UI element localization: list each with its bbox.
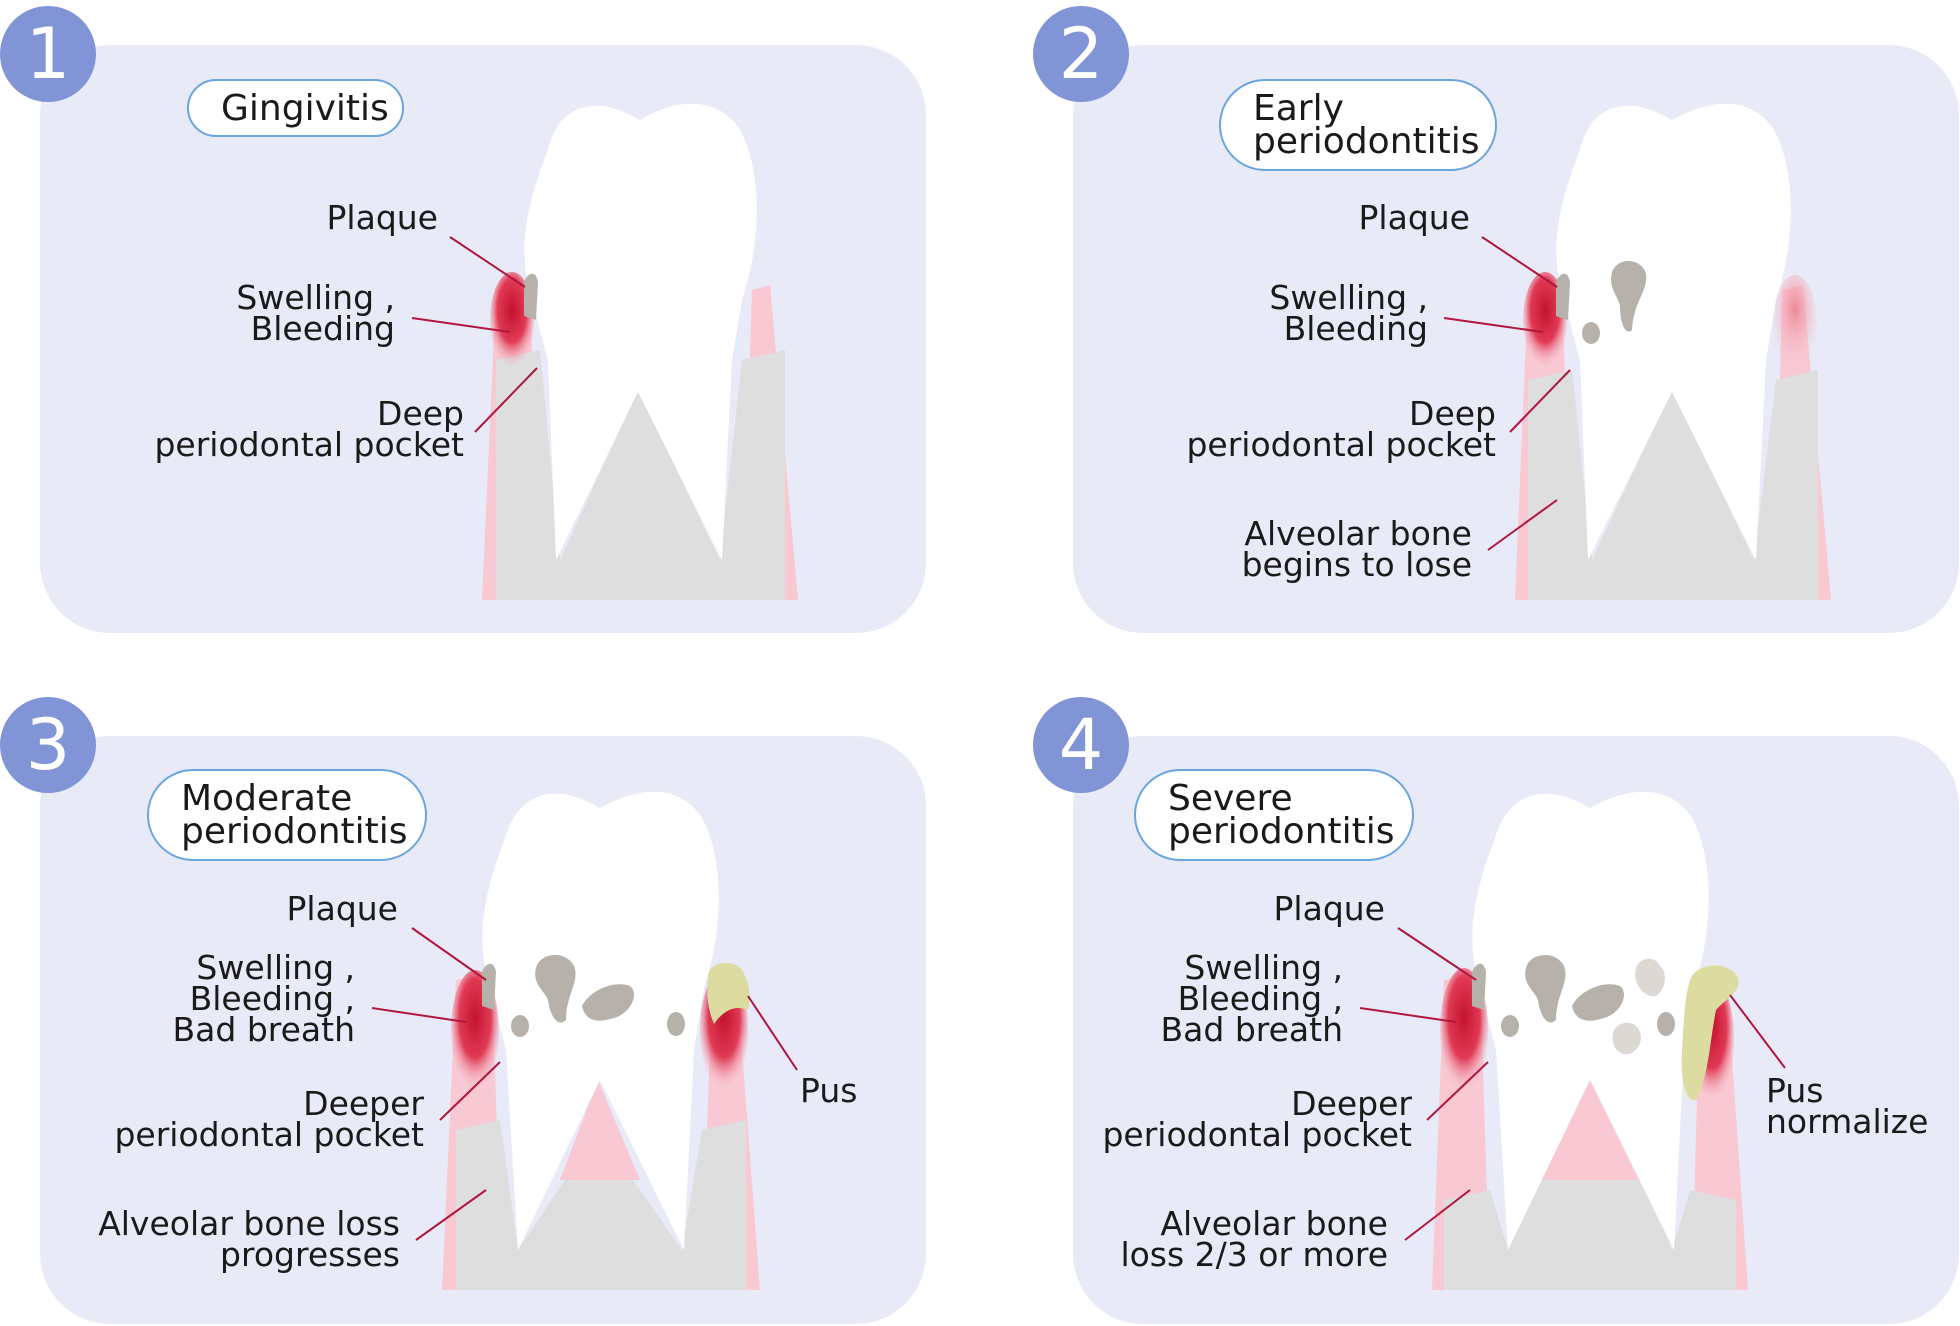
stage-3-label-bone: Alveolar bone loss progresses: [98, 1204, 400, 1274]
stage-2-tooth: [1556, 103, 1791, 561]
stage-3-bone-leader: [415, 1189, 487, 1241]
stage-4-title: Severe periodontitis: [1134, 769, 1414, 861]
stage-3-decay-spot-2: [582, 984, 635, 1021]
stage-3-plaque-leader: [411, 927, 487, 981]
stage-4-plaque: [1472, 963, 1486, 1010]
stage-4-label-plaque: Plaque: [1273, 889, 1385, 928]
stage-2-pocket-leader: [1509, 369, 1571, 433]
stage-4-bone-leader: [1404, 1189, 1471, 1241]
stage-2-swelling-leader: [1443, 317, 1544, 333]
stage-2-title: Early periodontitis: [1219, 79, 1497, 171]
stage-3-number-badge: 3: [0, 697, 96, 793]
stage-1-label-plaque: Plaque: [326, 198, 438, 237]
stage-3-swelling-leader: [371, 1007, 467, 1023]
stage-2-plaque: [1556, 273, 1570, 320]
stage-4-swelling-leader: [1359, 1007, 1457, 1023]
stage-2-number-badge: 2: [1033, 6, 1129, 102]
stage-1-plaque: [524, 273, 538, 320]
stage-4-label-swelling: Swelling , Bleeding , Bad breath: [1160, 948, 1343, 1049]
stage-3-label-plaque: Plaque: [286, 889, 398, 928]
stage-2-label-pocket: Deep periodontal pocket: [1186, 394, 1496, 464]
stage-4-tooth-figure: [1359, 791, 1786, 1290]
stage-1-plaque-leader: [449, 236, 526, 288]
stage-3-decay-spot-4: [667, 1012, 685, 1036]
stage-2-bone: [1528, 370, 1818, 600]
stage-1-gum-inflammation: [490, 272, 534, 368]
stage-2-right-gum-inflammation: [1773, 275, 1817, 375]
stage-2-plaque-leader: [1481, 236, 1558, 288]
stage-3-plaque: [482, 963, 496, 1010]
stage-1-title: Gingivitis: [187, 79, 404, 137]
stage-4-pocket-leader: [1426, 1061, 1489, 1121]
stage-1-bone: [496, 350, 785, 600]
stage-3-label-swelling: Swelling , Bleeding , Bad breath: [172, 948, 355, 1049]
stage-2-tooth-figure: [1443, 103, 1831, 600]
stage-4-bone-gap: [1540, 1080, 1648, 1180]
stage-4-number-badge: 4: [1033, 697, 1129, 793]
stage-2-label-swelling: Swelling , Bleeding: [1269, 278, 1428, 348]
stage-4-plaque-leader: [1397, 927, 1477, 981]
stage-1-label-swelling: Swelling , Bleeding: [236, 278, 395, 348]
stage-3-tooth: [482, 791, 719, 1250]
stage-3-label-pus: Pus: [800, 1071, 858, 1110]
stage-4-decay-spot-2: [1572, 984, 1625, 1021]
stage-3-pus-leader: [747, 995, 798, 1071]
stage-4-decay-spot-5: [1501, 1015, 1519, 1037]
stage-3-bone: [456, 1120, 746, 1290]
stage-2-decay-spot-1: [1611, 260, 1647, 332]
stage-2-bone-leader: [1487, 499, 1558, 551]
stage-1-tooth: [524, 103, 757, 561]
stage-4-label-pus: Pus normalize: [1766, 1071, 1929, 1141]
stage-3-bone-gap: [560, 1080, 640, 1180]
stage-3-decay-spot-3: [511, 1015, 529, 1037]
stage-1-pocket-leader: [474, 367, 538, 433]
stage-3-decay-spot-1: [535, 954, 576, 1023]
stage-3-pus: [707, 962, 750, 1024]
stage-4-decay-spot-6: [1657, 1012, 1675, 1036]
stage-4-pus-leader: [1729, 994, 1786, 1069]
stage-1-label-pocket: Deep periodontal pocket: [154, 394, 464, 464]
stage-3-title: Moderate periodontitis: [147, 769, 427, 861]
stage-4-label-bone: Alveolar bone loss 2/3 or more: [1120, 1204, 1388, 1274]
stage-1-number-badge: 1: [0, 6, 96, 102]
stage-1-swelling-leader: [411, 317, 511, 333]
stage-2-label-bone: Alveolar bone begins to lose: [1241, 514, 1472, 584]
stage-4-decay-spot-3: [1635, 958, 1665, 997]
stage-1-tooth-figure: [411, 103, 798, 600]
stage-4-decay-spot-1: [1525, 954, 1566, 1023]
stage-4-label-pocket: Deeper periodontal pocket: [1102, 1084, 1412, 1154]
stage-2-decay-spot-2: [1582, 322, 1600, 344]
stage-4-tooth: [1472, 791, 1709, 1250]
stage-4-decay-spot-4: [1612, 1022, 1641, 1055]
stage-3-tooth-figure: [371, 791, 798, 1290]
stage-4-pus: [1681, 965, 1739, 1101]
stage-4-bone: [1444, 1180, 1736, 1290]
stage-2-label-plaque: Plaque: [1358, 198, 1470, 237]
stage-3-label-pocket: Deeper periodontal pocket: [114, 1084, 424, 1154]
stage-3-pocket-leader: [439, 1061, 501, 1121]
